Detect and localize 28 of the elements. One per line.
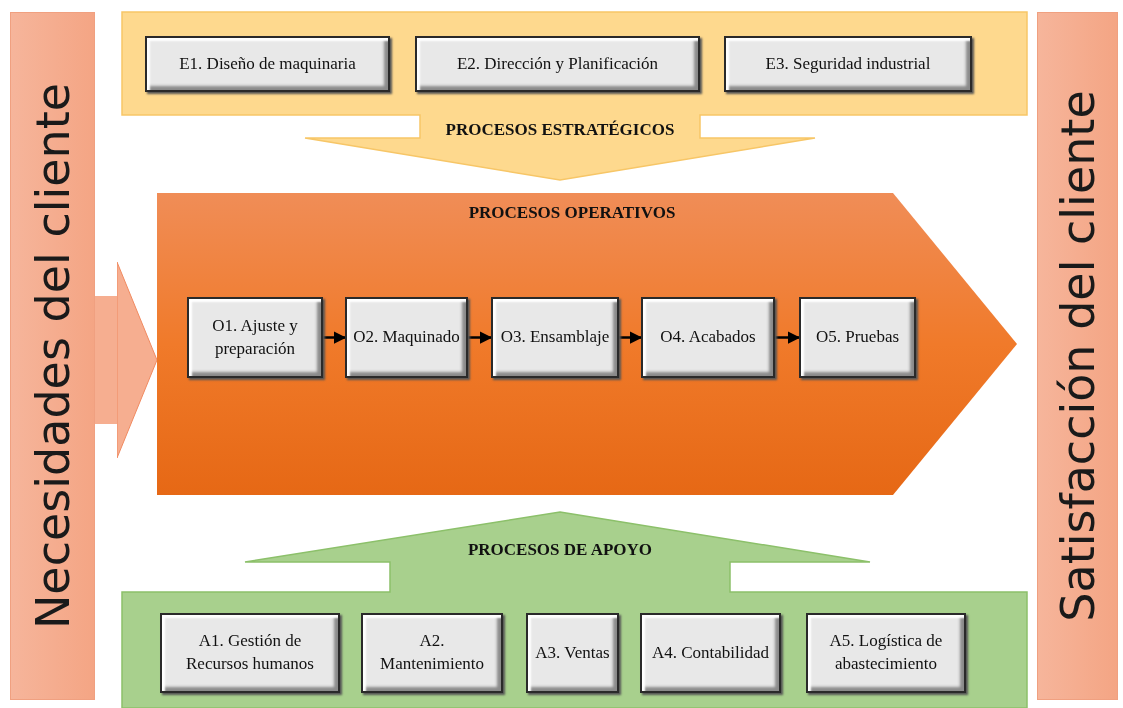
arrow xyxy=(468,331,493,344)
section-heading: PROCESOS DE APOYO xyxy=(467,540,653,560)
process-box: E2. Dirección y Planificación xyxy=(415,36,700,92)
band-label: Necesidades del cliente xyxy=(25,82,80,630)
process-box: O1. Ajuste y preparación xyxy=(187,297,323,378)
arrow xyxy=(775,331,801,344)
band-label: Satisfacción del cliente xyxy=(1050,90,1105,622)
process-box: E1. Diseño de maquinaria xyxy=(145,36,390,92)
side-band xyxy=(10,12,95,700)
process-box: A3. Ventas xyxy=(526,613,619,693)
side-band xyxy=(1037,12,1118,700)
strategic-process-band xyxy=(122,12,1027,180)
process-box: A4. Contabilidad xyxy=(640,613,781,693)
arrow xyxy=(619,331,643,344)
arrow xyxy=(323,331,347,344)
section-heading: PROCESOS ESTRATÉGICOS xyxy=(445,120,675,140)
process-box: A5. Logística de abastecimiento xyxy=(806,613,966,693)
process-box: A1. Gestión de Recursos humanos xyxy=(160,613,340,693)
process-box: O5. Pruebas xyxy=(799,297,916,378)
process-box: O2. Maquinado xyxy=(345,297,468,378)
process-box: A2. Mantenimiento xyxy=(361,613,503,693)
block-arrow xyxy=(95,261,158,459)
process-box: O3. Ensamblaje xyxy=(491,297,619,378)
operative-process-chevron xyxy=(157,193,1017,495)
support-process-band xyxy=(122,512,1027,708)
process-box: O4. Acabados xyxy=(641,297,775,378)
section-heading: PROCESOS OPERATIVOS xyxy=(468,203,676,223)
process-box: E3. Seguridad industrial xyxy=(724,36,972,92)
